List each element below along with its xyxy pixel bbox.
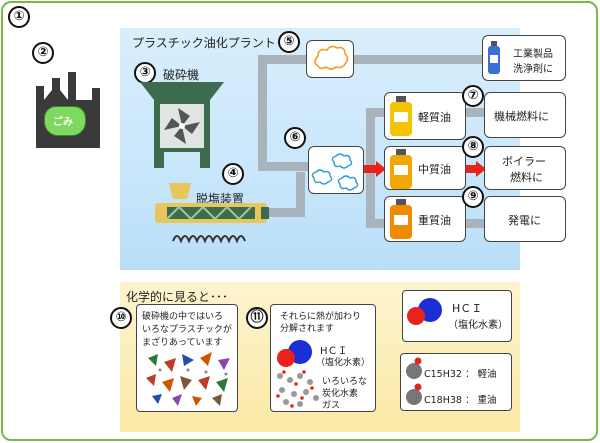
mixed-plastics-text-1: 破砕機の中ではいろ — [142, 312, 224, 322]
machine-fuel-box — [484, 92, 566, 138]
decomposition-hcl-2: （塩化水素） — [316, 358, 371, 368]
arrow-to-middle-oil-icon — [364, 161, 386, 177]
plant-title: プラスチック油化プラント — [132, 36, 276, 50]
hcl-molecule-small-icon — [277, 340, 312, 367]
decomposition-hcl-1: HＣＩ — [320, 346, 348, 357]
machine-fuel-label: 機械燃料に — [494, 110, 549, 123]
step-4-badge: ④ — [222, 163, 244, 185]
vapor-box — [308, 146, 364, 194]
dechlorinator-machine — [155, 183, 269, 244]
step-7-badge: ⑦ — [462, 85, 484, 107]
step-8-badge: ⑧ — [462, 136, 484, 158]
mixed-plastics-text-3: まざりあっています — [142, 338, 223, 348]
step-9-badge: ⑨ — [462, 186, 484, 208]
light-oil-label: 軽質油 — [418, 111, 451, 124]
decomposition-text-2: 分解されます — [280, 324, 335, 334]
cleaner-bottle-icon — [488, 41, 500, 74]
step-11-badge: ⑪ — [246, 307, 268, 329]
hcl-label-1: HＣＩ — [452, 302, 483, 315]
boiler-fuel-box — [484, 146, 566, 190]
step-6-badge: ⑥ — [284, 127, 306, 149]
garbage-bag-label: ごみ — [53, 117, 73, 128]
vapor-clouds-icon — [311, 153, 359, 191]
pipe-oil-top — [366, 108, 388, 117]
pipe-gas-down — [258, 55, 267, 170]
product-label-1: 工業製品 — [513, 49, 553, 60]
pipe-vapor-h — [258, 162, 308, 171]
dechlorinator-label: 脱塩装置 — [196, 192, 245, 206]
decomposition-hc-1: いろいろな — [322, 377, 368, 387]
pipe-gas-right — [352, 55, 482, 64]
pipe-dechlor-h — [265, 208, 305, 217]
garbage-bag — [44, 106, 86, 136]
heavy-oil-label: 重質油 — [418, 214, 451, 227]
power-box — [484, 196, 566, 242]
hcl-label-2: （塩化水素） — [448, 320, 508, 331]
step-1-badge: ① — [8, 6, 30, 28]
hydrocarbon-gas-icon — [276, 370, 319, 408]
boiler-fuel-label-2: 燃料に — [510, 171, 543, 184]
heavy-oil-tank-icon — [390, 199, 412, 239]
decomposition-hc-2: 炭化水素 — [322, 389, 359, 399]
power-label: 発電に — [508, 214, 541, 227]
pipe-gas-top — [258, 55, 310, 64]
gas-cloud-icon — [314, 45, 349, 70]
crusher-machine — [140, 82, 224, 168]
step-5-badge: ⑤ — [278, 31, 300, 53]
chemistry-title: 化学的に見ると･･･ — [126, 290, 229, 304]
crusher-label: 破砕機 — [163, 68, 200, 82]
formula-row-1: C15H32 ： 軽油 — [424, 369, 497, 380]
decomposition-hc-3: ガス — [322, 401, 341, 411]
c15h32-molecule-icon — [406, 357, 422, 379]
step-3-badge: ③ — [134, 62, 156, 84]
step-2-badge: ② — [32, 42, 54, 64]
product-label-2: 洗浄剤に — [513, 64, 553, 75]
boiler-fuel-label-1: ボイラー — [502, 155, 546, 168]
pipe-dechlor-v — [296, 172, 305, 217]
step-10-badge: ⑩ — [110, 307, 132, 329]
pipe-oil-bottom — [366, 219, 388, 228]
plastic-fragments-illustration — [146, 352, 230, 406]
hcl-molecule-icon — [407, 298, 442, 325]
mixed-plastics-text-2: いろなプラスチックが — [142, 325, 232, 335]
formula-row-2: C18H38 ： 重油 — [424, 395, 497, 406]
arrow-to-boiler-icon — [466, 161, 486, 177]
middle-oil-label: 中質油 — [418, 163, 451, 176]
light-oil-tank-icon — [390, 96, 412, 136]
decomposition-text-1: それらに熱が加わり — [280, 312, 362, 322]
middle-oil-tank-icon — [390, 149, 412, 189]
c18h38-molecule-icon — [406, 383, 422, 405]
